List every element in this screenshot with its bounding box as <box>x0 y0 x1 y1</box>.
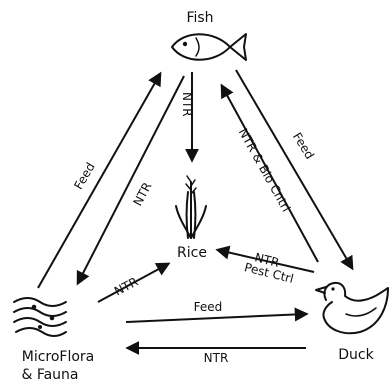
fish-icon <box>172 34 246 60</box>
microflora-label-line2: & Fauna <box>21 367 78 383</box>
label-micro-to-rice: NTR <box>112 274 140 298</box>
microflora-label-line1: MicroFlora <box>22 349 95 365</box>
arrow-fish-to-duck <box>236 70 352 268</box>
label-fish-to-micro: NTR <box>130 180 154 208</box>
duck-label: Duck <box>338 347 374 363</box>
rice-label: Rice <box>177 245 207 261</box>
label-fish-to-duck: Feed <box>290 130 317 162</box>
label-duck-to-micro: NTR <box>204 351 229 365</box>
arrow-micro-to-duck <box>126 314 306 322</box>
rice-plant-icon <box>176 176 206 238</box>
arrow-fish-to-micro <box>78 76 184 283</box>
label-duck-to-fish: NTR & Bio Cntrl <box>236 126 293 214</box>
label-fish-to-rice: NTR <box>180 92 194 117</box>
microflora-fauna-icon <box>14 298 66 336</box>
label-micro-to-duck: Feed <box>194 300 223 314</box>
fish-label: Fish <box>186 10 213 26</box>
label-micro-to-fish: Feed <box>71 160 97 192</box>
duck-icon <box>316 283 388 333</box>
